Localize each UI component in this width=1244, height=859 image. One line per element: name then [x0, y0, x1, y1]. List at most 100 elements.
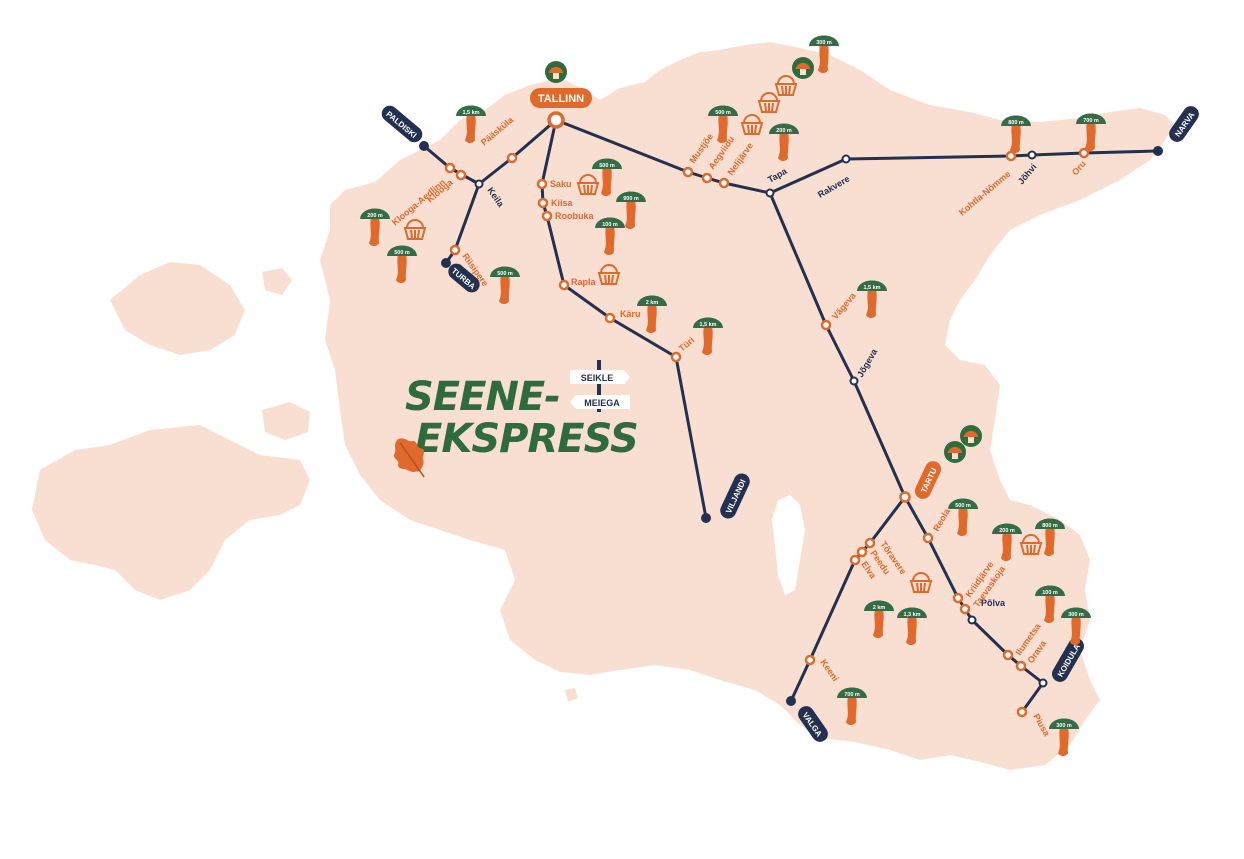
mushroom-distance-label: 2 km [873, 605, 886, 611]
station-marker-orava[interactable] [1015, 660, 1027, 672]
station-marker-torvandi[interactable] [864, 537, 876, 549]
station-marker-johvi[interactable] [1027, 150, 1037, 160]
station-marker-vageva[interactable] [820, 319, 832, 331]
basket-icon [403, 219, 427, 240]
mushroom-icon[interactable]: 300 m [1049, 718, 1079, 757]
station-marker-karu[interactable] [604, 312, 616, 324]
terminal-dot-turba[interactable] [441, 258, 451, 268]
mushroom-icon[interactable]: 300 m [1061, 607, 1091, 646]
mushroom-cap [897, 607, 927, 618]
mushroom-mascot-icon [792, 57, 814, 79]
station-marker-turi[interactable] [670, 351, 682, 363]
mushroom-icon[interactable]: 500 m [592, 158, 622, 197]
station-marker-kohtla-nomme[interactable] [1005, 150, 1017, 162]
mushroom-icon[interactable]: 900 m [616, 191, 646, 230]
terminal-dot-viljandi[interactable] [701, 513, 711, 523]
station-marker-taevaskoja[interactable] [959, 603, 971, 615]
station-marker-nelijarve[interactable] [718, 177, 730, 189]
title-block: SEENE- EKSPRESS SEIKLE MEIEGA [393, 360, 639, 478]
terminal-dot-valga[interactable] [786, 696, 796, 706]
line-tartu [768, 191, 907, 499]
mushroom-mascot-icon [545, 61, 567, 83]
station-marker-tapa[interactable] [765, 188, 775, 198]
hub-badge-tallinn[interactable]: TALLINN [530, 88, 592, 108]
mushroom-icon[interactable]: 700 m [837, 687, 867, 726]
station-marker-keeni[interactable] [804, 654, 816, 666]
station-marker-reola[interactable] [922, 532, 934, 544]
label-kiisa: Kiisa [551, 198, 574, 208]
mushroom-stem [1070, 616, 1081, 645]
station-marker-koidula-junction[interactable] [1038, 678, 1048, 688]
hub-marker-tartu[interactable] [899, 491, 911, 503]
mushroom-stem [873, 609, 884, 638]
basket-icon [757, 92, 781, 113]
station-marker-polva[interactable] [967, 615, 977, 625]
mushroom-icon[interactable]: 200 m [992, 523, 1022, 562]
station-marker-riisipere[interactable] [449, 244, 461, 256]
station-marker-peedu[interactable] [856, 546, 868, 558]
mushroom-cap [992, 523, 1022, 534]
label-saku: Saku [550, 179, 572, 189]
station-marker-rakvere[interactable] [841, 154, 851, 164]
mushroom-icon[interactable]: 1,5 km [456, 105, 486, 144]
mushroom-cap [1035, 518, 1065, 529]
station-marker-kriidjarve[interactable] [952, 592, 964, 604]
title-line-1: SEENE- [405, 374, 560, 420]
mushroom-icon[interactable]: 300 m [809, 35, 839, 74]
station-marker-klooga-aedlinn[interactable] [444, 162, 456, 174]
mushroom-stem [601, 167, 612, 196]
title-line-2: EKSPRESS [415, 416, 638, 462]
station-marker-aegviidu[interactable] [701, 172, 713, 184]
station-marker-oru[interactable] [1078, 147, 1090, 159]
signpost-bottom-label: MEIEGA [584, 398, 620, 408]
hub-marker-tallinn[interactable] [547, 111, 565, 129]
station-marker-jogeva[interactable] [849, 376, 859, 386]
mushroom-cap [708, 105, 738, 116]
mushroom-icon[interactable]: 500 m [490, 266, 520, 305]
station-marker-saku[interactable] [536, 178, 548, 190]
mushroom-icon[interactable]: 1,3 km [897, 607, 927, 646]
mushroom-cap [948, 498, 978, 509]
lake-vortsjarv [772, 495, 805, 595]
station-marker-klooga[interactable] [455, 169, 467, 181]
mushroom-icon[interactable]: 500 m [387, 245, 417, 284]
station-marker-keila[interactable] [474, 179, 484, 189]
mushroom-icon[interactable]: 700 m [1076, 113, 1106, 152]
station-marker-mustjoe[interactable] [682, 166, 694, 178]
line-narva [554, 118, 1160, 195]
terminal-badge-paldiski[interactable]: PALDISKI [378, 102, 425, 145]
mushroom-cap [490, 266, 520, 277]
mushroom-icon[interactable]: 800 m [1035, 518, 1065, 557]
mushroom-distance-label: 300 m [1056, 723, 1072, 729]
station-marker-kiisa[interactable] [537, 197, 549, 209]
station-marker-rapla[interactable] [558, 279, 570, 291]
mushroom-cap [1076, 113, 1106, 124]
station-marker-roobuka[interactable] [541, 210, 553, 222]
station-marker-ilumetsa[interactable] [1002, 649, 1014, 661]
terminal-dot-paldiski[interactable] [419, 141, 429, 151]
mushroom-icon[interactable]: 200 m [360, 208, 390, 247]
basket-icon [597, 264, 621, 285]
mushroom-icon[interactable]: 500 m [948, 498, 978, 537]
mushroom-distance-label: 500 m [394, 250, 410, 256]
mushroom-icon[interactable]: 100 m [595, 217, 625, 256]
mushroom-stem [1001, 532, 1012, 561]
mushroom-icon[interactable]: 100 m [1035, 585, 1065, 624]
station-marker-paaskula[interactable] [506, 152, 518, 164]
station-marker-elva[interactable] [849, 554, 861, 566]
mushroom-icon[interactable]: 800 m [1001, 115, 1031, 154]
mushroom-icon[interactable]: 200 m [769, 123, 799, 162]
station-markers [419, 111, 1163, 718]
mushroom-icon[interactable]: 2 km [864, 600, 894, 639]
mushroom-mascot-icon [960, 425, 982, 447]
mushroom-icon[interactable]: 1,5 km [857, 280, 887, 319]
mushroom-stem [1044, 527, 1055, 556]
mushroom-icon[interactable]: 1,5 km [693, 317, 723, 356]
mushroom-distance-label: 200 m [999, 528, 1015, 534]
terminal-dot-narva[interactable] [1153, 146, 1163, 156]
mushroom-icon[interactable]: 500 m [708, 105, 738, 144]
mushroom-stem [1058, 727, 1069, 756]
mushroom-icon[interactable]: 2 km [637, 295, 667, 334]
station-marker-piusa[interactable] [1016, 706, 1028, 718]
mushroom-cap [1061, 607, 1091, 618]
